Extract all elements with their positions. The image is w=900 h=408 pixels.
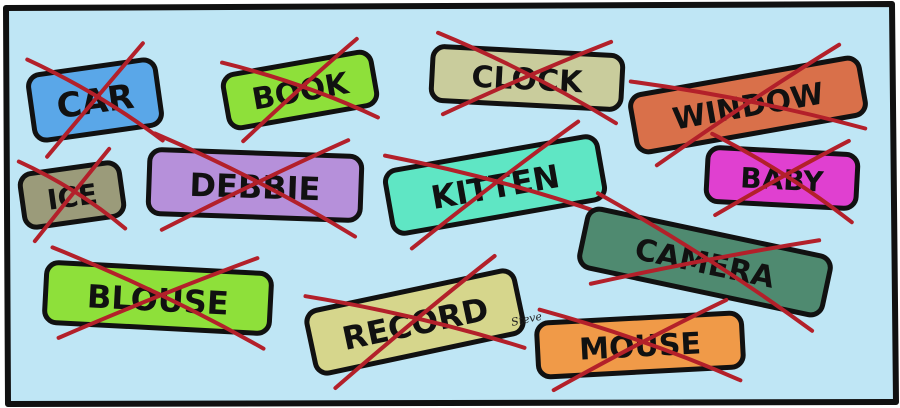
cross-out-stroke: [32, 146, 112, 244]
label-book: BOOK: [220, 36, 380, 144]
label-window: WINDOW: [628, 42, 868, 168]
label-blouse: BLOUSE: [42, 245, 274, 351]
cross-out-stroke: [159, 138, 351, 232]
cross-out-stroke: [45, 41, 145, 159]
cross-out-stroke: [333, 254, 497, 390]
cross-out-stroke: [713, 138, 851, 218]
label-clock: CLOCK: [428, 30, 626, 126]
label-camera: CAMERA: [577, 191, 833, 333]
label-ice: ICE: [16, 146, 128, 244]
cross-out-stroke: [588, 238, 822, 286]
label-kitten: KITTEN: [382, 119, 608, 251]
label-car: CAR: [25, 41, 165, 159]
label-debbie: DEBBIE: [145, 131, 365, 239]
label-word: DEBBIE: [189, 166, 321, 209]
label-word: MOUSE: [578, 326, 701, 367]
cross-out-stroke: [56, 256, 260, 340]
cross-out-stroke: [440, 39, 614, 117]
cross-out-stroke: [241, 36, 359, 144]
label-baby: BABY: [703, 131, 861, 225]
cross-out-stroke: [654, 42, 842, 168]
label-mouse: MOUSE: [534, 297, 746, 393]
artist-signature: Steve: [510, 310, 544, 329]
cross-out-stroke: [551, 297, 729, 393]
label-record: RECORD: [303, 254, 527, 390]
cross-out-stroke: [409, 119, 581, 251]
